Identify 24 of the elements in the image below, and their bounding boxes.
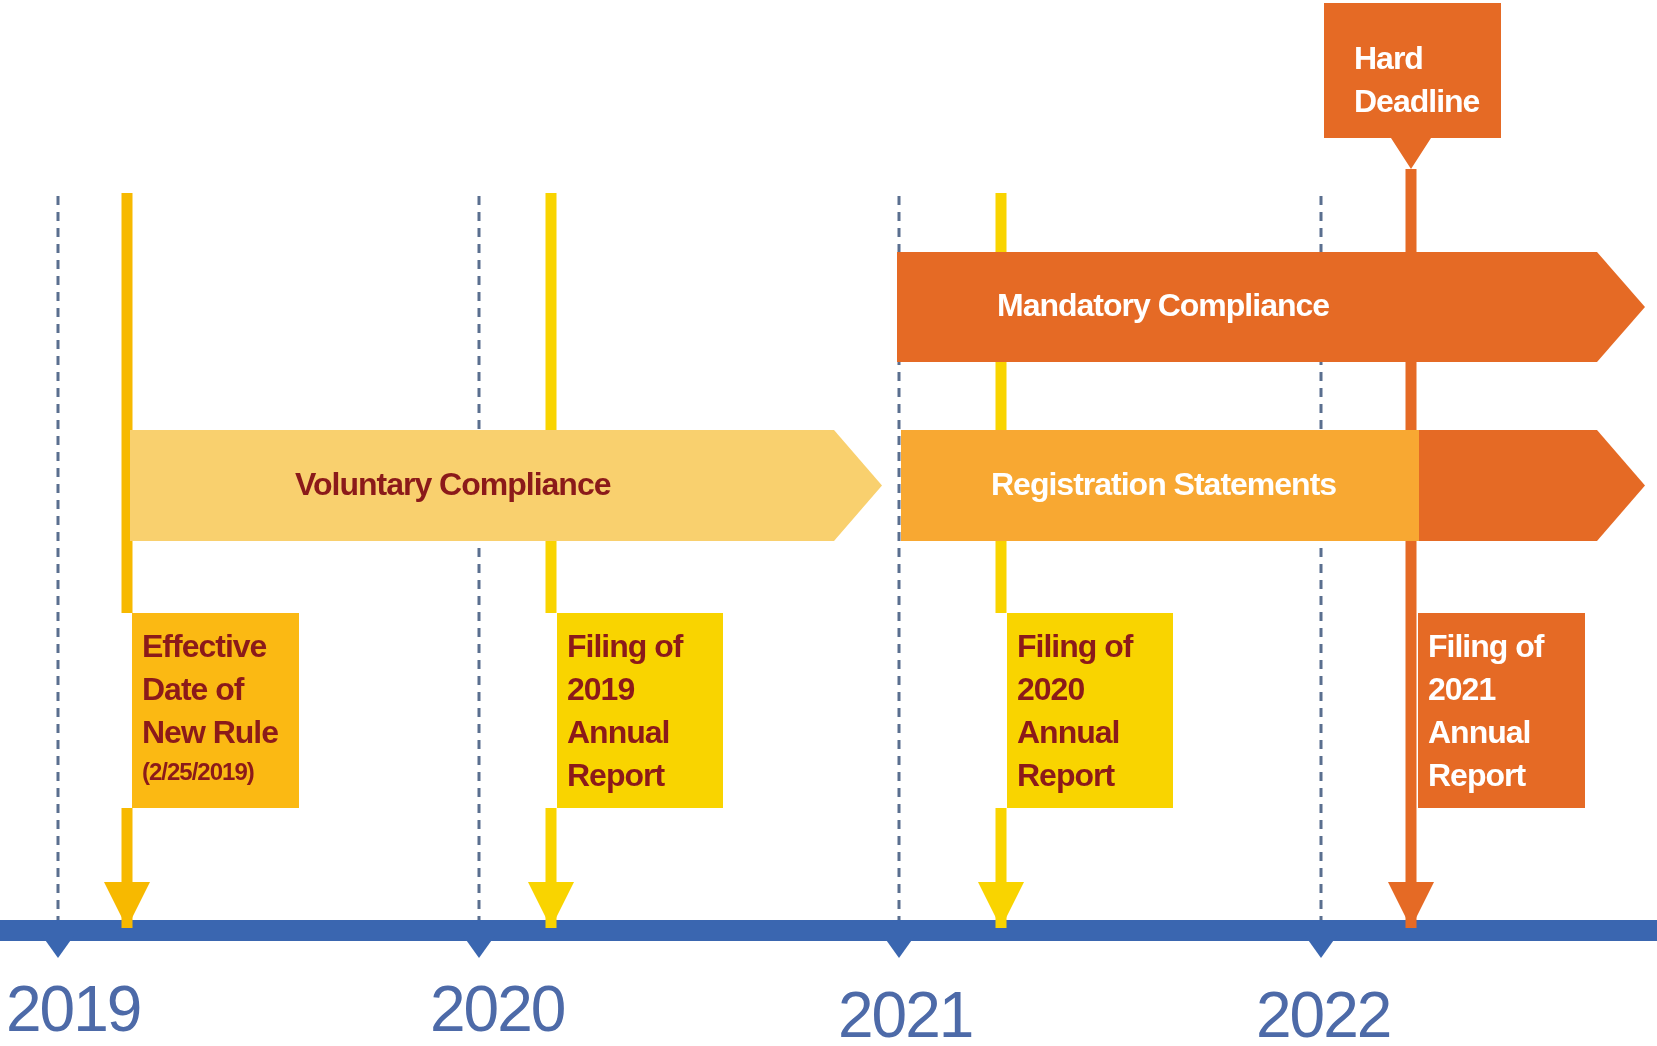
phase-arrow-band [897,252,1645,362]
year-label: 2020 [430,972,565,1046]
phase-arrow-band [130,430,882,541]
milestone-label: Filing of 2021 Annual Report [1427,627,1545,795]
arrow [977,808,1025,928]
milestone-callout [132,613,299,808]
year-label: 2019 [6,972,141,1046]
milestone-callout [1418,613,1585,808]
phase-label: Registration Statements [991,465,1337,503]
phase-arrow-band [901,430,1645,541]
year-label: 2022 [1256,978,1391,1046]
date-label: (2/25/2019) [141,757,255,787]
milestone-label: Filing of 2019 Annual Report [566,627,684,795]
milestone-callout [1007,613,1173,808]
deadline-callout [1324,3,1501,169]
year-label: 2021 [838,978,973,1046]
milestone-label: Hard Deadline [1353,39,1481,121]
milestone-label: Filing of 2020 Annual Report [1016,627,1134,795]
arrow [527,808,575,928]
arrow [103,808,151,928]
phase-label: Mandatory Compliance [997,287,1330,324]
phase-label: Voluntary Compliance [295,465,611,503]
milestone-callout [557,613,723,808]
milestone-label: Effective Date of New Rule [141,627,280,752]
